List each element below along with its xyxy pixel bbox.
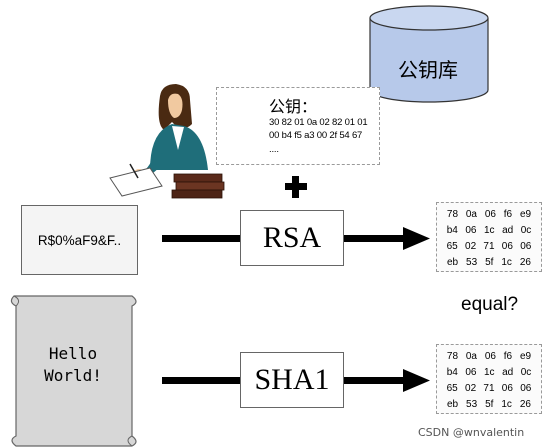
hash-byte: 06 — [484, 208, 496, 220]
rsa-box: RSA — [240, 210, 344, 266]
arrow-to-rsa — [162, 235, 242, 242]
hash-byte: f6 — [503, 350, 513, 362]
hash-byte: 71 — [483, 240, 495, 252]
hash-row: b4 06 1c ad 0c — [437, 364, 541, 380]
hash-byte: 06 — [501, 240, 513, 252]
books-icon — [171, 173, 225, 199]
hash-byte: 1c — [484, 224, 495, 236]
hash-byte: 26 — [519, 256, 531, 268]
hash-byte: 06 — [520, 240, 532, 252]
arrow-sha1-to-hash — [344, 369, 430, 392]
hash-row: 78 0a 06 f6 e9 — [437, 206, 541, 222]
database-cylinder — [369, 5, 489, 103]
hash-row: eb 53 5f 1c 26 — [437, 254, 541, 270]
hash-byte: 5f — [485, 398, 494, 410]
database-label: 公钥库 — [398, 58, 458, 82]
hash-byte: eb — [446, 398, 459, 410]
signature-box: R$0%aF9&F.. — [21, 205, 138, 275]
paper-icon — [109, 163, 163, 197]
hash-byte: e9 — [519, 208, 532, 220]
plus-icon — [285, 176, 307, 198]
hash-row: 78 0a 06 f6 e9 — [437, 348, 541, 364]
hash-byte: ad — [502, 366, 514, 378]
document-line: World! — [44, 366, 102, 385]
public-key-line: .... — [269, 144, 279, 155]
hash-row: 65 02 71 06 06 — [437, 238, 541, 254]
hash-row: eb 53 5f 1c 26 — [437, 396, 541, 412]
sha1-hash-output: 78 0a 06 f6 e9 b4 06 1c ad 0c 65 02 71 0… — [436, 344, 542, 414]
hash-byte: 26 — [519, 398, 531, 410]
hash-byte: 06 — [465, 366, 477, 378]
signature-text: R$0%aF9&F.. — [37, 232, 122, 248]
hash-byte: 1c — [501, 398, 512, 410]
hash-byte: 71 — [483, 382, 495, 394]
person-icon — [134, 84, 208, 177]
hash-byte: 06 — [520, 382, 532, 394]
rsa-label: RSA — [262, 221, 322, 254]
public-key-line: 30 82 01 0a 02 82 01 01 — [269, 117, 368, 128]
hash-byte: 0c — [520, 366, 532, 378]
public-key-title: 公钥： — [269, 97, 318, 116]
hash-byte: 5f — [485, 256, 494, 268]
public-key-line: 00 b4 f5 a3 00 2f 54 67 — [269, 130, 363, 141]
hash-byte: 78 — [446, 350, 459, 362]
hash-byte: 65 — [446, 382, 458, 394]
hash-byte: ad — [502, 224, 514, 236]
scroll-document — [10, 295, 137, 447]
rsa-hash-output: 78 0a 06 f6 e9 b4 06 1c ad 0c 65 02 71 0… — [436, 202, 542, 272]
arrow-to-sha1 — [162, 377, 242, 384]
hash-byte: 06 — [501, 382, 513, 394]
hash-byte: 0c — [520, 224, 532, 236]
sha1-box: SHA1 — [240, 352, 344, 408]
document-text: Hello World! — [28, 343, 118, 387]
hash-byte: 0a — [465, 208, 477, 220]
hash-byte: 06 — [465, 224, 477, 236]
hash-byte: eb — [446, 256, 459, 268]
hash-byte: 53 — [466, 256, 478, 268]
hash-byte: b4 — [446, 224, 458, 236]
equal-question: equal? — [461, 294, 519, 315]
hash-byte: f6 — [503, 208, 513, 220]
sha1-label: SHA1 — [254, 363, 330, 396]
hash-byte: 53 — [466, 398, 478, 410]
hash-byte: 06 — [484, 350, 496, 362]
document-line: Hello — [48, 344, 98, 363]
arrow-rsa-to-hash — [344, 227, 430, 250]
hash-byte: 1c — [501, 256, 512, 268]
hash-byte: 65 — [446, 240, 458, 252]
hash-byte: 02 — [465, 240, 477, 252]
hash-byte: e9 — [519, 350, 532, 362]
public-key-card: 公钥： 30 82 01 0a 02 82 01 01 00 b4 f5 a3 … — [216, 87, 380, 165]
hash-byte: 0a — [465, 350, 477, 362]
hash-byte: 02 — [465, 382, 477, 394]
hash-byte: 1c — [484, 366, 495, 378]
hash-byte: b4 — [446, 366, 458, 378]
hash-row: 65 02 71 06 06 — [437, 380, 541, 396]
hash-row: b4 06 1c ad 0c — [437, 222, 541, 238]
credit-watermark: CSDN @wnvalentin — [418, 426, 525, 439]
hash-byte: 78 — [446, 208, 459, 220]
